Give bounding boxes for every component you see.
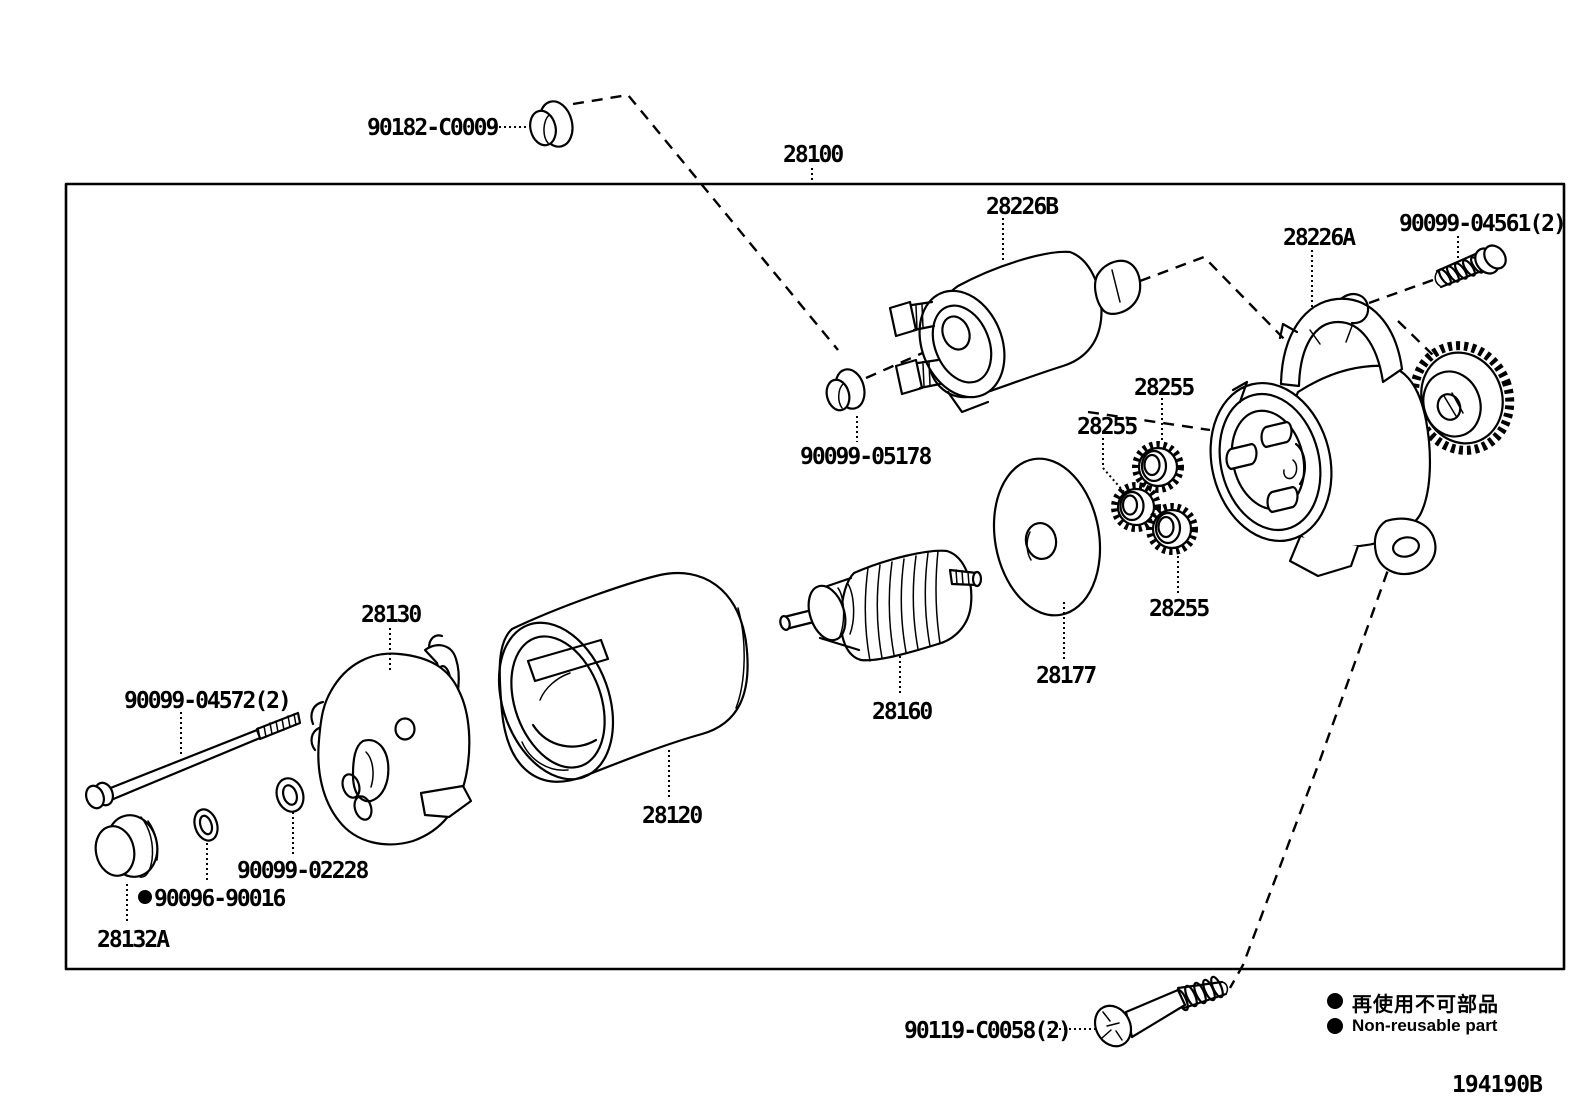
part-label-28226b: 28226B: [986, 194, 1059, 220]
armature-28160-drawing: [779, 549, 983, 662]
solenoid-28226b-drawing: [888, 250, 1142, 414]
figure-code: 194190B: [1452, 1072, 1543, 1098]
part-label-90099-04561: 90099-04561(2): [1399, 211, 1567, 237]
part-label-90099-05178: 90099-05178: [800, 444, 932, 470]
part-label-90182-c0009: 90182-C0009: [367, 115, 499, 141]
part-label-28160: 28160: [872, 699, 933, 725]
planet-gear-bottom-drawing: [1146, 503, 1198, 555]
bushing-05178-drawing: [825, 368, 866, 412]
plate-28177-drawing: [992, 457, 1102, 617]
end-frame-28130-drawing: [310, 634, 473, 846]
legend-text-en: Non-reusable part: [1352, 1016, 1498, 1035]
part-label-90096-90016: 90096-90016: [154, 886, 286, 912]
through-bolt-04572-drawing: [84, 711, 302, 810]
legend-bullet-jp-icon: [1327, 993, 1343, 1009]
part-label-28177: 28177: [1036, 663, 1097, 689]
part-label-28255-bottom: 28255: [1149, 596, 1210, 622]
bolt-c0058-drawing: [1093, 975, 1229, 1048]
legend-bullet-en-icon: [1327, 1018, 1343, 1034]
part-label-28132a: 28132A: [97, 927, 170, 953]
part-label-90099-02228: 90099-02228: [237, 858, 369, 884]
drive-housing-28226a-drawing: [1209, 293, 1515, 578]
part-label-28130: 28130: [361, 602, 422, 628]
label-leader-lines: [126, 126, 1459, 1030]
bolt-04561-drawing: [1434, 244, 1507, 289]
cap-28132a-drawing: [94, 814, 159, 878]
part-label-28255-top: 28255: [1134, 375, 1195, 401]
yoke-28120-drawing: [497, 571, 749, 783]
oring-90016-drawing: [193, 808, 219, 842]
assembly-boundary-box: [64, 182, 1566, 971]
non-reusable-bullet-icon: [138, 890, 152, 904]
part-label-28255-left: 28255: [1077, 414, 1138, 440]
part-label-28120: 28120: [642, 803, 703, 829]
washer-02228-drawing: [275, 777, 305, 813]
planet-gear-left-drawing: [1111, 482, 1161, 532]
bushing-90182-drawing: [529, 100, 574, 148]
legend-text-jp: 再使用不可部品: [1352, 992, 1499, 1016]
part-label-28100: 28100: [783, 142, 844, 168]
planet-gear-top-drawing: [1132, 441, 1184, 493]
part-label-90119-c0058: 90119-C0058(2): [904, 1018, 1072, 1044]
part-label-28226a: 28226A: [1283, 225, 1356, 251]
part-label-90099-04572: 90099-04572(2): [124, 688, 292, 714]
